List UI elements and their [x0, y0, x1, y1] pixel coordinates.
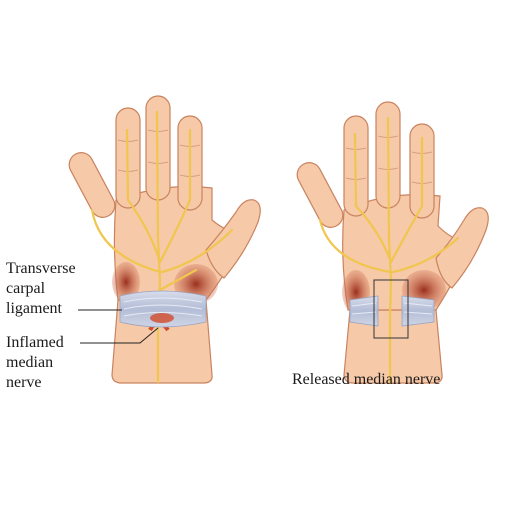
inflamed-label-line-1: Inflamed [6, 334, 64, 351]
left-hand [68, 95, 261, 384]
left-thumb [205, 199, 261, 279]
left-transverse-carpal-ligament [119, 290, 207, 328]
ligament-label-line-2: carpal [6, 280, 46, 297]
ligament-label-line-1: Transverse [6, 260, 76, 277]
inflamed-label-line-2: median [6, 354, 54, 371]
right-ligament-right-half [401, 295, 435, 327]
left-median-nerve [90, 110, 234, 384]
left-little-finger [68, 152, 116, 218]
inflamed-callout-line [80, 327, 159, 344]
right-little-finger [296, 162, 344, 228]
right-forearm [343, 309, 443, 384]
right-thumb [435, 207, 489, 289]
inflamed-label-line-3: nerve [6, 374, 42, 391]
released-region-box [373, 279, 409, 339]
right-hand [296, 101, 489, 384]
left-hypothenar-muscle [112, 262, 140, 302]
ligament-label-line-3: ligament [6, 300, 62, 317]
released-nerve-label: Released median nerve [292, 371, 441, 388]
ligament-label: Transverse carpal ligament [6, 259, 76, 319]
inflamed-nerve-label: Inflamed median nerve [6, 333, 64, 393]
